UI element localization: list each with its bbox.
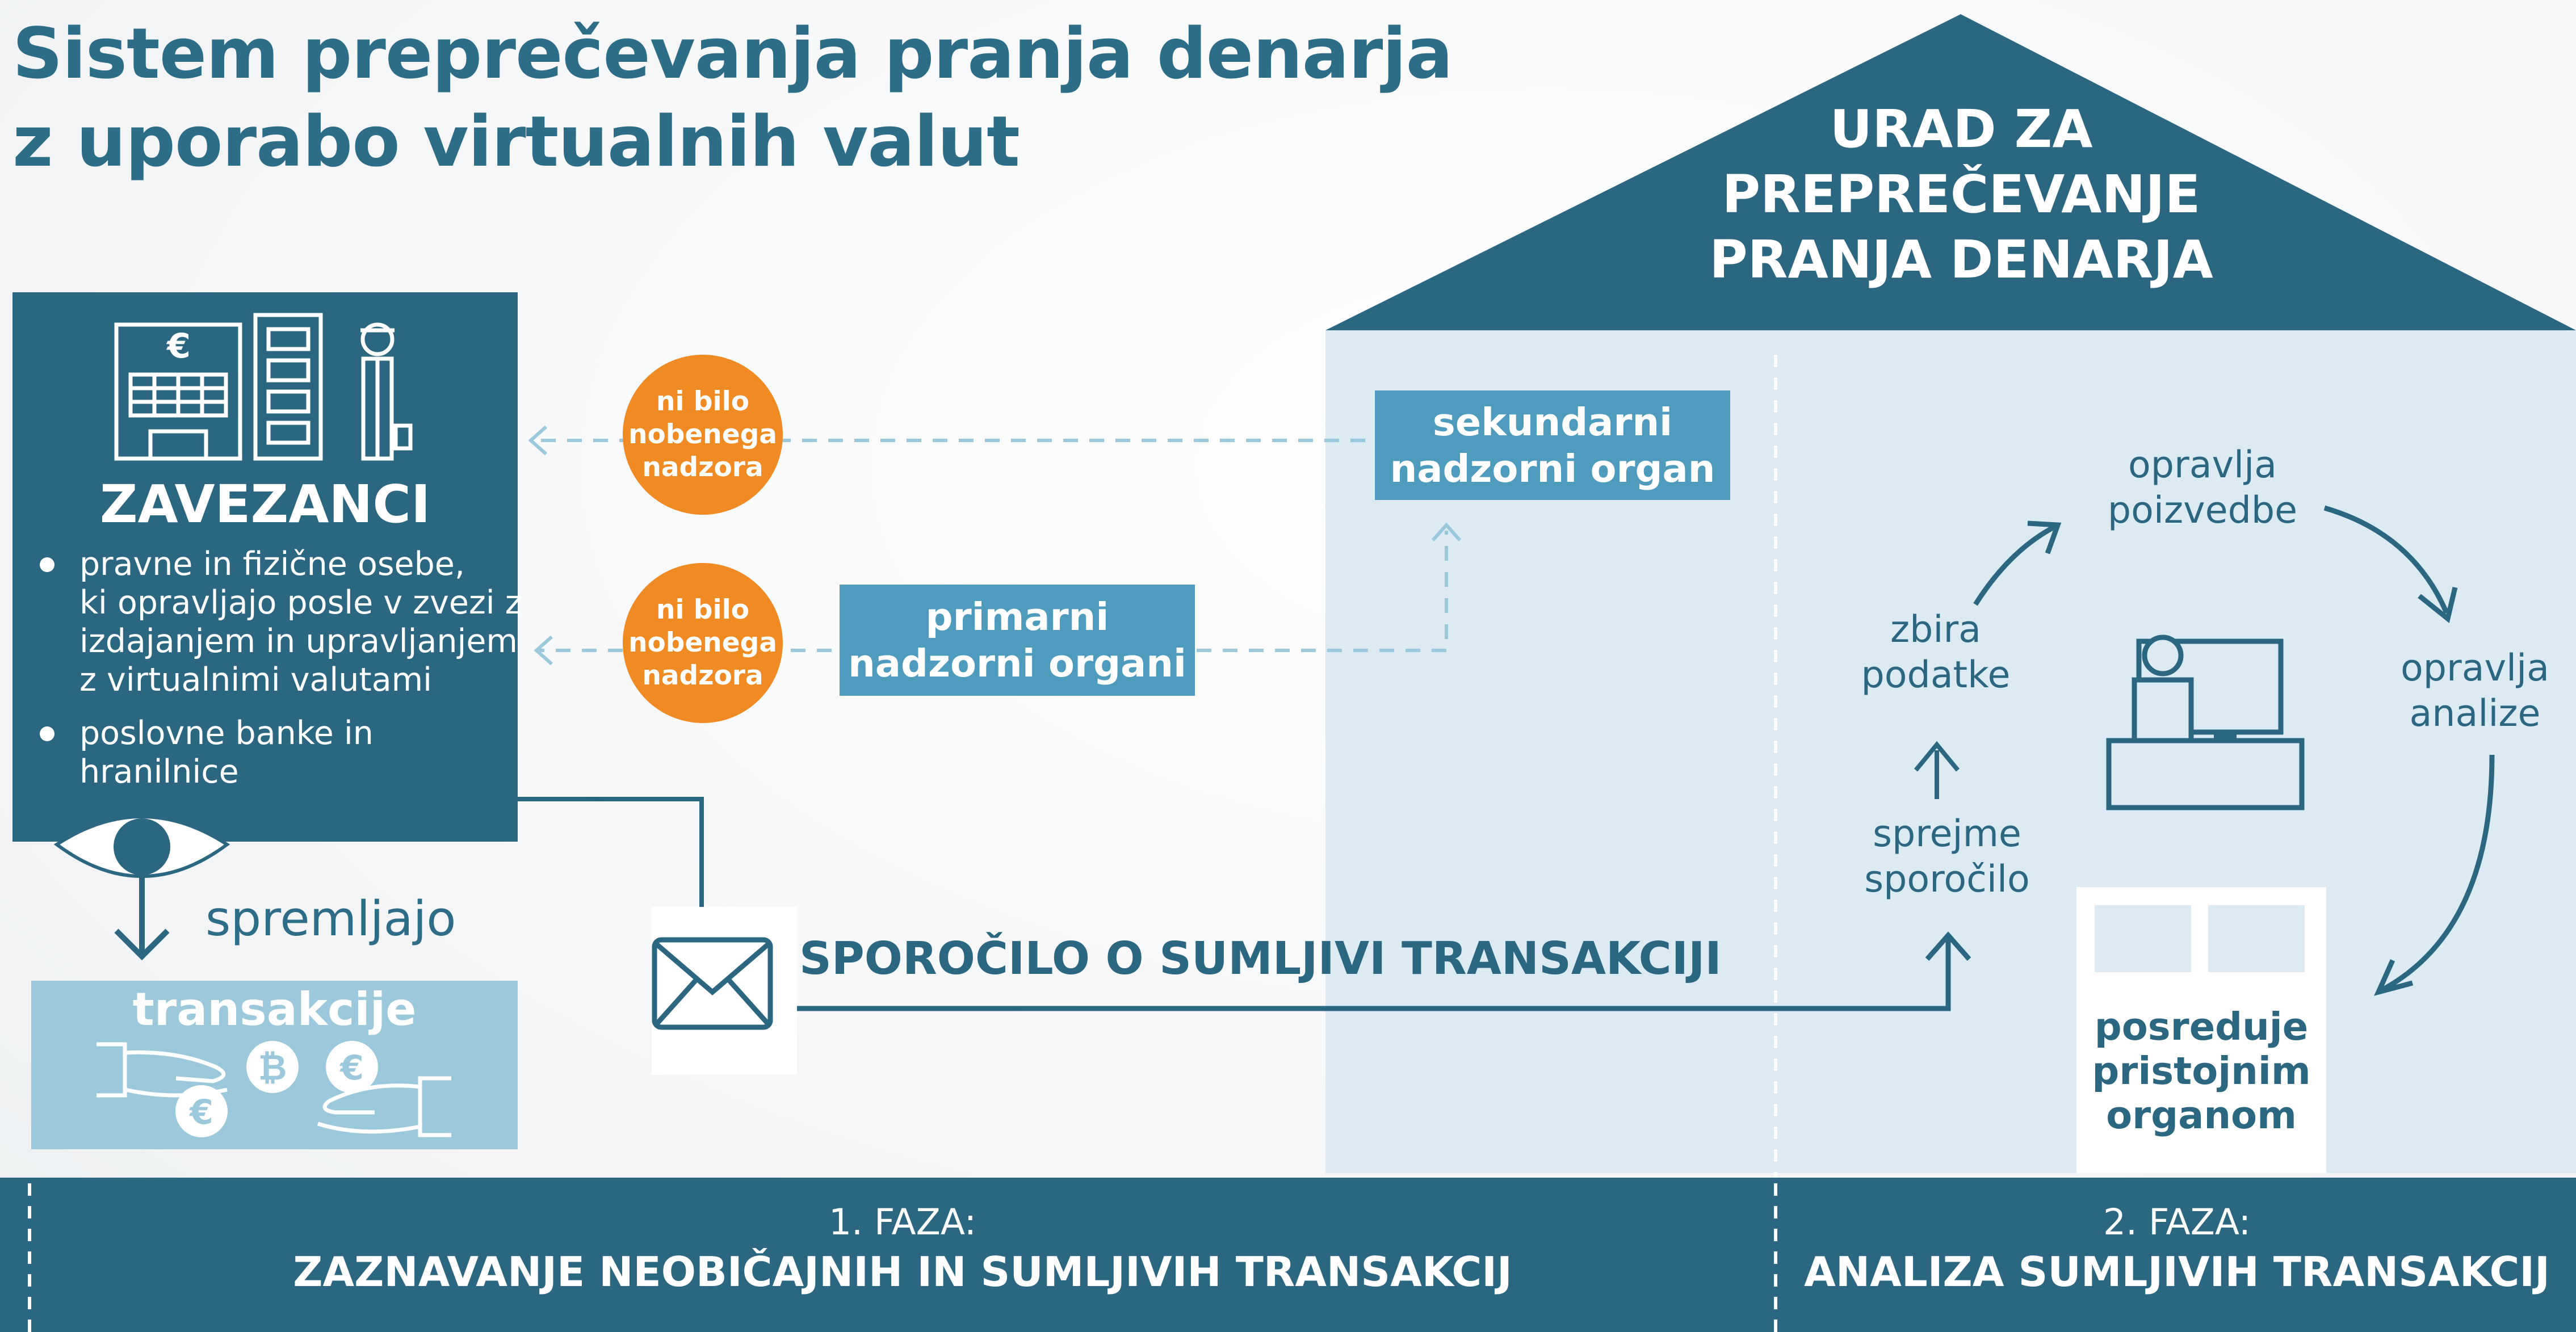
primarni-line-2: nadzorni organi xyxy=(848,641,1186,686)
no-supervision-1-line-1: ni bilo xyxy=(656,386,750,417)
no-supervision-1-line-2: nobenega xyxy=(628,419,777,450)
page-title: Sistem preprečevanja pranja denarja z up… xyxy=(12,10,1453,186)
phase-dividers xyxy=(28,1183,1777,1332)
cycle-receives: sprejme sporočilo xyxy=(1839,812,2055,902)
no-supervision-1-line-3: nadzora xyxy=(642,452,763,483)
bullet-1-line-2: ki opravljajo posle v zvezi z xyxy=(79,584,522,621)
inquiries-line-2: poizvedbe xyxy=(2107,489,2298,532)
forwards-line-1: posreduje xyxy=(2094,1005,2309,1049)
no-supervision-2-line-3: nadzora xyxy=(642,660,763,691)
phase-1-name: ZAZNAVANJE NEOBIČAJNIH IN SUMLJIVIH TRAN… xyxy=(293,1248,1512,1296)
svg-text:€: € xyxy=(339,1048,364,1088)
phase-1-number: 1. FAZA: xyxy=(828,1201,977,1243)
phase-2-name: ANALIZA SUMLJIVIH TRANSAKCIJ xyxy=(1804,1248,2550,1296)
eye-icon xyxy=(53,815,230,961)
zavezanci-box xyxy=(12,292,518,842)
envelope-icon xyxy=(652,937,773,1030)
title-line-1: Sistem preprečevanja pranja denarja xyxy=(12,14,1453,95)
no-supervision-2-line-1: ni bilo xyxy=(656,594,750,625)
sekundarni-line-2: nadzorni organ xyxy=(1390,446,1715,491)
phase-2-number: 2. FAZA: xyxy=(2103,1201,2251,1243)
inquiries-line-1: opravlja xyxy=(2128,444,2277,486)
zavezanci-bullet-1: pravne in fizične osebe, ki opravljajo p… xyxy=(79,545,522,699)
cycle-collects: zbira podatke xyxy=(1834,607,2038,698)
zavezanci-bullet-2: poslovne banke in hranilnice xyxy=(79,714,374,791)
svg-text:€: € xyxy=(188,1093,213,1132)
office-title-line-3: PRANJA DENARJA xyxy=(1709,229,2213,290)
euro-building-icon: € xyxy=(114,322,242,461)
bullet-2-line-2: hranilnice xyxy=(79,753,239,791)
zavezanci-title: ZAVEZANCI xyxy=(99,474,431,535)
businessman-icon xyxy=(360,322,413,461)
receives-line-1: sprejme xyxy=(1873,813,2021,855)
phase-1: 1. FAZA: ZAZNAVANJE NEOBIČAJNIH IN SUMLJ… xyxy=(34,1199,1771,1297)
title-line-2: z uporabo virtualnih valut xyxy=(12,102,1020,183)
office-title: URAD ZA PREPREČEVANJE PRANJA DENARJA xyxy=(1663,96,2259,292)
no-supervision-circle-2: ni bilo nobenega nadzora xyxy=(623,563,783,723)
svg-text:€: € xyxy=(166,326,191,366)
cycle-inquiries: opravlja poizvedbe xyxy=(2083,443,2322,533)
analyses-line-1: opravlja xyxy=(2401,647,2549,690)
office-building-icon xyxy=(253,313,323,461)
forwards-building-windows xyxy=(2095,905,2305,972)
bullet-1-line-3: izdajanjem in upravljanjem xyxy=(79,623,518,660)
cycle-analyses: opravlja analize xyxy=(2378,646,2571,737)
zavezanci-icons: € xyxy=(114,313,413,461)
no-supervision-2-line-2: nobenega xyxy=(628,627,777,658)
primarni-nadzorni-organi: primarni nadzorni organi xyxy=(840,585,1195,696)
bullet-1-line-4: z virtualnimi valutami xyxy=(79,661,432,699)
euro-coin-icon: € xyxy=(175,1085,228,1137)
collects-line-2: podatke xyxy=(1861,654,2011,696)
cycle-forwards: posreduje pristojnim organom xyxy=(2076,1005,2326,1137)
analyses-line-2: analize xyxy=(2409,692,2541,735)
forwards-line-2: pristojnim xyxy=(2092,1049,2311,1093)
office-title-line-1: URAD ZA xyxy=(1830,99,2093,159)
bullet-1-line-1: pravne in fizične osebe, xyxy=(79,545,465,583)
phase-bar xyxy=(0,1178,2576,1332)
transakcije-label: transakcije xyxy=(132,983,417,1036)
svg-text:₿: ₿ xyxy=(258,1047,287,1088)
hands-coins-icon: ₿ € € xyxy=(97,1041,451,1137)
forwards-line-3: organom xyxy=(2106,1093,2297,1137)
sekundarni-nadzorni-organ: sekundarni nadzorni organ xyxy=(1375,390,1730,500)
person-at-desk-icon xyxy=(2106,635,2305,810)
sekundarni-line-1: sekundarni xyxy=(1432,400,1673,444)
bullet-dot-2 xyxy=(40,726,54,741)
phase-2: 2. FAZA: ANALIZA SUMLJIVIH TRANSAKCIJ xyxy=(1780,1199,2574,1297)
collects-line-1: zbira xyxy=(1890,608,1981,651)
spremljajo-label: spremljajo xyxy=(205,891,456,947)
office-roof xyxy=(1325,14,2576,330)
primarni-line-1: primarni xyxy=(925,595,1109,639)
bullet-dot-1 xyxy=(40,557,54,572)
bitcoin-icon: ₿ xyxy=(246,1041,299,1093)
bullet-2-line-1: poslovne banke in xyxy=(79,715,374,752)
message-label: SPOROČILO O SUMLJIVI TRANSAKCIJI xyxy=(799,932,1722,985)
receives-line-2: sporočilo xyxy=(1864,858,2030,901)
no-supervision-circle-1: ni bilo nobenega nadzora xyxy=(623,355,783,515)
office-title-line-2: PREPREČEVANJE xyxy=(1722,164,2201,225)
euro-coin-icon-2: € xyxy=(326,1041,378,1093)
